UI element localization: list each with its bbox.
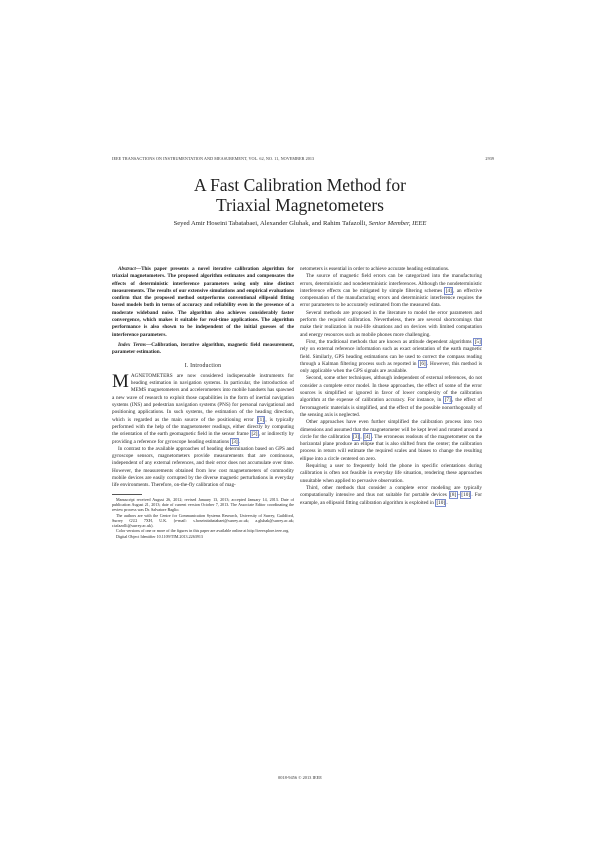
section-heading-introduction: I. Introduction: [184, 362, 222, 369]
journal-name: IEEE TRANSACTIONS ON INSTRUMENTATION AND…: [112, 156, 315, 161]
author-membership: Senior Member, IEEE: [368, 220, 427, 227]
right-column: netometers is essential in order to achi…: [300, 266, 482, 507]
footnote-doi: Digital Object Identifier 10.1109/TIM.20…: [116, 533, 203, 539]
author-names: Seyed Amir Hoseini Tabatabaei, Alexander…: [173, 220, 368, 227]
body-text: , the effect of ferromagnetic materials …: [300, 397, 482, 418]
body-paragraph: Requiring a user to frequently hold the …: [300, 463, 482, 484]
abstract-text: —This paper presents a novel iterative c…: [112, 266, 294, 338]
drop-cap: M: [112, 370, 129, 392]
citation-link[interactable]: [4]: [444, 286, 454, 295]
citation-link[interactable]: [7]: [443, 396, 453, 405]
body-text: . The erroneous readouts of the magnetom…: [300, 433, 483, 462]
citation-link[interactable]: [3]: [351, 432, 361, 441]
citation-link[interactable]: [3]: [230, 437, 239, 446]
citation-link[interactable]: [1]: [256, 415, 266, 424]
body-text: ,: [360, 433, 364, 440]
intro-text: AGNETOMETERS are now considered indispen…: [112, 372, 294, 423]
body-paragraph: The source of magnetic field errors can …: [300, 273, 482, 309]
body-paragraph: Third, other methods that consider a com…: [300, 485, 482, 507]
body-text: . For example, an ellipsoid fitting cali…: [300, 492, 482, 506]
body-text: , an effective compensation of the manuf…: [300, 287, 482, 309]
body-paragraph: Other approaches have even further simpl…: [300, 419, 482, 463]
running-head: IEEE TRANSACTIONS ON INSTRUMENTATION AND…: [112, 156, 494, 161]
body-text: First, the traditional methods that are …: [306, 338, 474, 345]
footnote-color: Color versions of one or more of the fig…: [116, 528, 290, 534]
body-paragraph: First, the traditional methods that are …: [300, 337, 482, 375]
left-column: Abstract—This paper presents a novel ite…: [112, 266, 294, 539]
intro-paragraph-2: In contrast to the available approaches …: [112, 445, 294, 489]
body-text: Other approaches have even further simpl…: [300, 419, 482, 440]
index-terms: Index Terms—Calibration, iterative algor…: [112, 342, 294, 357]
intro-text: .: [238, 438, 241, 445]
abstract-lead: Abstract: [118, 266, 136, 272]
title-line-2: Triaxial Magnetometers: [215, 194, 384, 215]
citation-link[interactable]: [2]: [250, 430, 259, 439]
intro-text: , or indirectly by providing a reference…: [112, 431, 294, 445]
page-number: 2939: [485, 156, 494, 161]
index-terms-lead: Index Terms: [118, 341, 147, 348]
intro-text: , is typically performed with the help o…: [112, 416, 294, 438]
footnote-manuscript: Manuscript received August 26, 2012; rev…: [112, 496, 294, 513]
footnote-affiliation: The authors are with the Centre for Comm…: [112, 512, 294, 529]
citation-link[interactable]: [10]: [435, 498, 447, 507]
citation-link[interactable]: [8]: [448, 491, 458, 500]
body-text: rely on external reference information s…: [300, 346, 482, 367]
citation-link[interactable]: [5]: [473, 337, 482, 346]
footnotes: Manuscript received August 26, 2012; rev…: [112, 497, 294, 539]
body-text: Second, some other techniques, although …: [300, 375, 482, 404]
body-text: .: [446, 499, 448, 506]
copyright-footer: 0018-9456 © 2013 IEEE: [278, 775, 322, 780]
author-list: Seyed Amir Hoseini Tabatabaei, Alexander…: [0, 220, 600, 227]
footnote-divider: [112, 493, 142, 495]
index-terms-text: —Calibration, iterative algorithm, magne…: [112, 341, 294, 356]
body-text: . However, this method is only applicabl…: [300, 360, 482, 375]
body-text: –: [457, 492, 461, 499]
citation-link[interactable]: [4]: [363, 432, 372, 441]
body-paragraph: Second, some other techniques, although …: [300, 375, 482, 419]
citation-link[interactable]: [6]: [418, 359, 427, 368]
paper-title: A Fast Calibration Method for Triaxial M…: [0, 175, 600, 215]
title-line-1: A Fast Calibration Method for: [194, 175, 406, 195]
body-paragraph: Several methods are proposed in the lite…: [300, 309, 482, 338]
citation-link[interactable]: [10]: [460, 491, 472, 500]
abstract: Abstract—This paper presents a novel ite…: [112, 266, 294, 339]
body-paragraph: netometers is essential in order to achi…: [300, 266, 450, 272]
body-text: Third, other methods that consider a com…: [300, 484, 482, 499]
body-text: The source of magnetic field errors can …: [300, 273, 482, 294]
